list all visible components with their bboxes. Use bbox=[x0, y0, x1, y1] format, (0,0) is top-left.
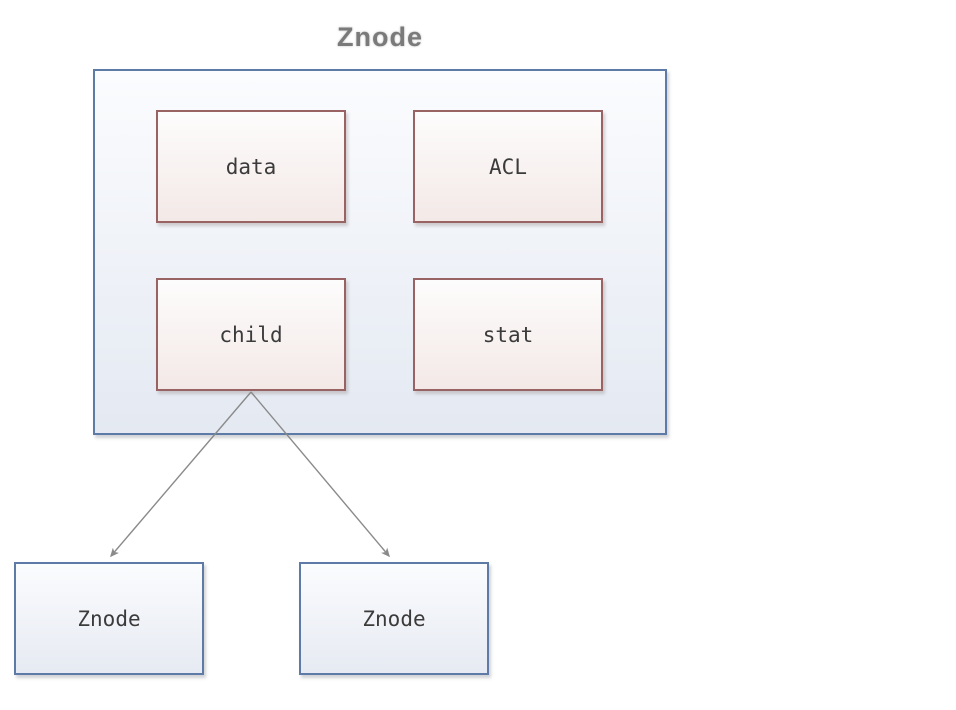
field-label-data: data bbox=[225, 154, 277, 179]
field-box-data: data bbox=[156, 110, 346, 223]
child-znode-label-right: Znode bbox=[362, 606, 426, 631]
field-label-stat: stat bbox=[482, 322, 534, 347]
child-znode-box-right: Znode bbox=[299, 562, 489, 675]
field-box-acl: ACL bbox=[413, 110, 603, 223]
child-znode-label-left: Znode bbox=[77, 606, 141, 631]
child-znode-box-left: Znode bbox=[14, 562, 204, 675]
field-box-child: child bbox=[156, 278, 346, 391]
field-label-child: child bbox=[219, 322, 283, 347]
diagram-title: Znode bbox=[337, 22, 423, 52]
field-box-stat: stat bbox=[413, 278, 603, 391]
field-label-acl: ACL bbox=[489, 154, 527, 179]
